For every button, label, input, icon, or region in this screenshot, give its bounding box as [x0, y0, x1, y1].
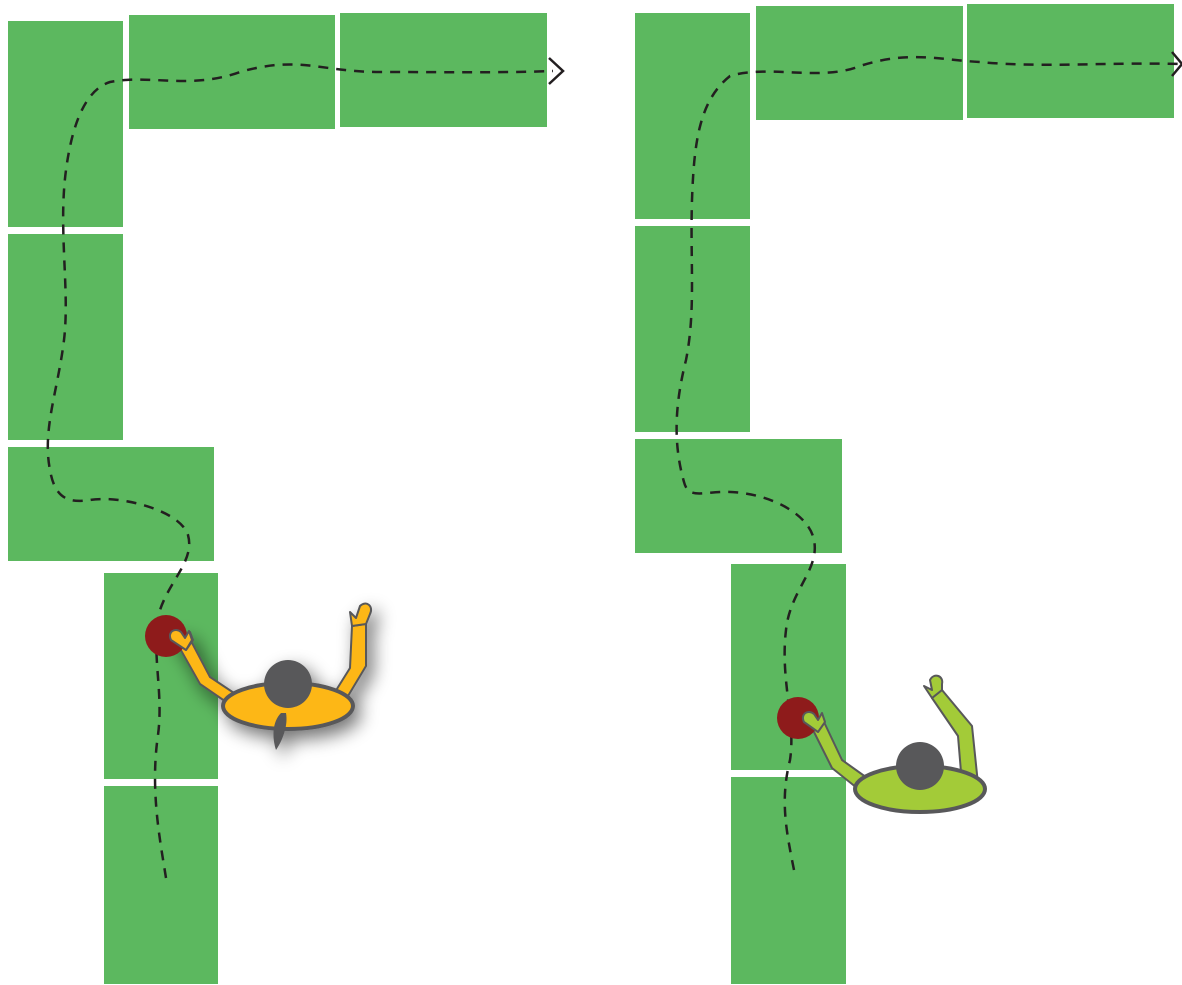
track-tile — [8, 447, 214, 561]
track-tile — [104, 786, 218, 984]
track-tile — [635, 13, 750, 219]
right-hand — [350, 604, 371, 626]
track-tile — [635, 226, 750, 432]
track-tile — [8, 21, 123, 227]
track-tile — [635, 439, 842, 553]
head — [896, 742, 944, 790]
track-tile — [756, 6, 963, 120]
head — [264, 660, 312, 708]
track-tile — [731, 777, 846, 984]
track-tile — [340, 13, 547, 127]
track-tiles — [8, 13, 547, 984]
chevron-right-icon — [549, 58, 563, 84]
track-tile — [129, 15, 335, 129]
track-tile — [967, 4, 1174, 118]
right-panel — [635, 4, 1182, 984]
track-tiles — [635, 4, 1174, 984]
left-panel — [8, 13, 563, 984]
